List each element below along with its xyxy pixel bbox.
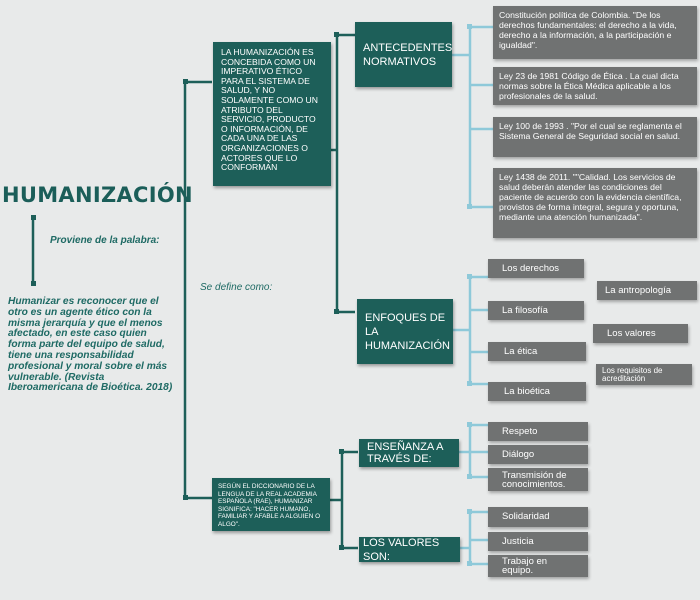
antecedente-item: Constitución política de Colombia. "De l… (493, 6, 697, 59)
header-valores: LOS VALORES SON: (359, 536, 460, 563)
enfoque-side-item: Los valores (593, 324, 688, 343)
header-antecedentes: ANTECEDENTES NORMATIVOS (355, 22, 452, 87)
header-ensenanza: ENSEÑANZA A TRAVÉS DE: (359, 439, 459, 467)
valor-item: Trabajo en equipo. (488, 555, 588, 577)
rae-box: SEGÚN EL DICCIONARIO DE LA LENGUA DE LA … (212, 478, 330, 531)
ensenanza-item: Respeto (488, 422, 588, 441)
header-enfoques-label: ENFOQUES DE LA HUMANIZACIÓN (365, 311, 450, 352)
enfoque-item: La ética (488, 342, 586, 361)
antecedente-item: Ley 1438 de 2011. ""Calidad. Los servici… (493, 168, 697, 238)
ensenanza-item: Diálogo (488, 445, 588, 464)
valor-item: Solidaridad (488, 507, 588, 527)
antecedente-item: Ley 23 de 1981 Código de Ética . La cual… (493, 67, 697, 105)
enfoque-item: La bioética (488, 382, 586, 401)
header-ensenanza-label: ENSEÑANZA A TRAVÉS DE: (367, 441, 443, 465)
valor-item: Justicia (488, 532, 588, 551)
page-title: HUMANIZACIÓN (2, 183, 193, 207)
header-enfoques: ENFOQUES DE LA HUMANIZACIÓN (357, 299, 453, 364)
se-define-label: Se define como: (200, 282, 273, 293)
definition-text: Humanizar es reconocer que el otro es un… (8, 296, 173, 394)
header-antecedentes-label: ANTECEDENTES NORMATIVOS (363, 41, 453, 68)
enfoque-item: La filosofía (488, 301, 584, 320)
enfoque-item: Los derechos (488, 259, 584, 278)
concept-box: LA HUMANIZACIÓN ES CONCEBIDA COMO UN IMP… (213, 42, 331, 186)
enfoque-side-item: La antropología (597, 281, 697, 300)
enfoque-side-item: Los requisitos de acreditación (596, 364, 692, 385)
header-valores-label: LOS VALORES SON: (363, 536, 440, 563)
ensenanza-item: Transmisión de conocimientos. (488, 468, 588, 491)
antecedente-item: Ley 100 de 1993 . "Por el cual se reglam… (493, 117, 697, 157)
proviene-label: Proviene de la palabra: (50, 235, 160, 246)
